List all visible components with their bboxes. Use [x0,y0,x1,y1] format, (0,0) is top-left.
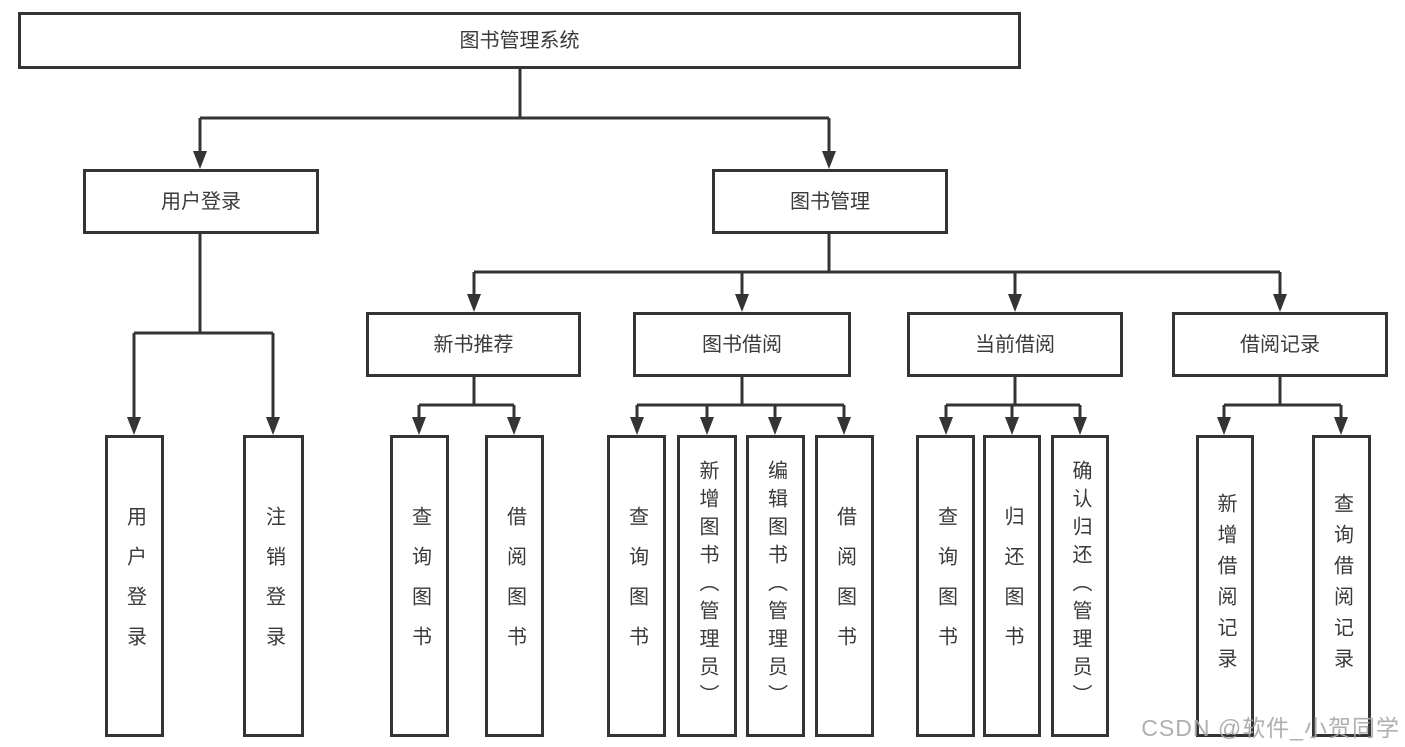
node-label: 归还图书 [1001,506,1023,666]
leaf-edit-books-admin: 编辑图书（管理员） [746,435,805,737]
leaf-query-books-current: 查询图书 [916,435,975,737]
leaf-add-borrow-record: 新增借阅记录 [1196,435,1254,737]
node-label: 注销登录 [262,506,285,666]
leaf-borrow-books: 借阅图书 [815,435,874,737]
node-label: 新增图书（管理员） [696,460,718,712]
node-label: 新增借阅记录 [1214,493,1236,679]
leaf-logout: 注销登录 [243,435,304,737]
node-label: 确认归还（管理员） [1069,460,1091,712]
leaf-add-books-admin: 新增图书（管理员） [677,435,737,737]
node-label: 图书管理系统 [459,29,580,52]
csdn-watermark: CSDN @软件_小贺同学 [1141,715,1400,741]
node-label: 借阅图书 [503,506,526,666]
node-book-borrowing: 图书借阅 [633,312,851,377]
node-label: 借阅记录 [1240,333,1320,356]
node-borrowing-records: 借阅记录 [1172,312,1388,377]
node-label: 编辑图书（管理员） [764,460,787,712]
node-label: 借阅图书 [833,506,856,666]
node-label: 当前借阅 [975,333,1055,356]
node-label: 用户登录 [161,190,241,213]
node-user-login: 用户登录 [83,169,319,234]
node-label: 用户登录 [123,506,146,666]
node-label: 图书管理 [790,190,870,213]
leaf-confirm-return-admin: 确认归还（管理员） [1051,435,1109,737]
node-label: 图书借阅 [702,333,782,356]
node-label: 查询图书 [408,506,431,666]
node-book-management: 图书管理 [712,169,948,234]
leaf-query-books-recommend: 查询图书 [390,435,449,737]
leaf-query-books-borrowing: 查询图书 [607,435,666,737]
leaf-borrow-books-recommend: 借阅图书 [485,435,544,737]
leaf-return-books: 归还图书 [983,435,1041,737]
node-library-management-system: 图书管理系统 [18,12,1021,69]
node-label: 新书推荐 [433,333,514,356]
node-new-book-recommend: 新书推荐 [366,312,581,377]
node-current-borrowing: 当前借阅 [907,312,1123,377]
node-label: 查询图书 [625,506,648,666]
node-label: 查询图书 [934,506,957,666]
node-label: 查询借阅记录 [1330,493,1353,679]
leaf-user-login: 用户登录 [105,435,164,737]
leaf-query-borrow-record: 查询借阅记录 [1312,435,1371,737]
